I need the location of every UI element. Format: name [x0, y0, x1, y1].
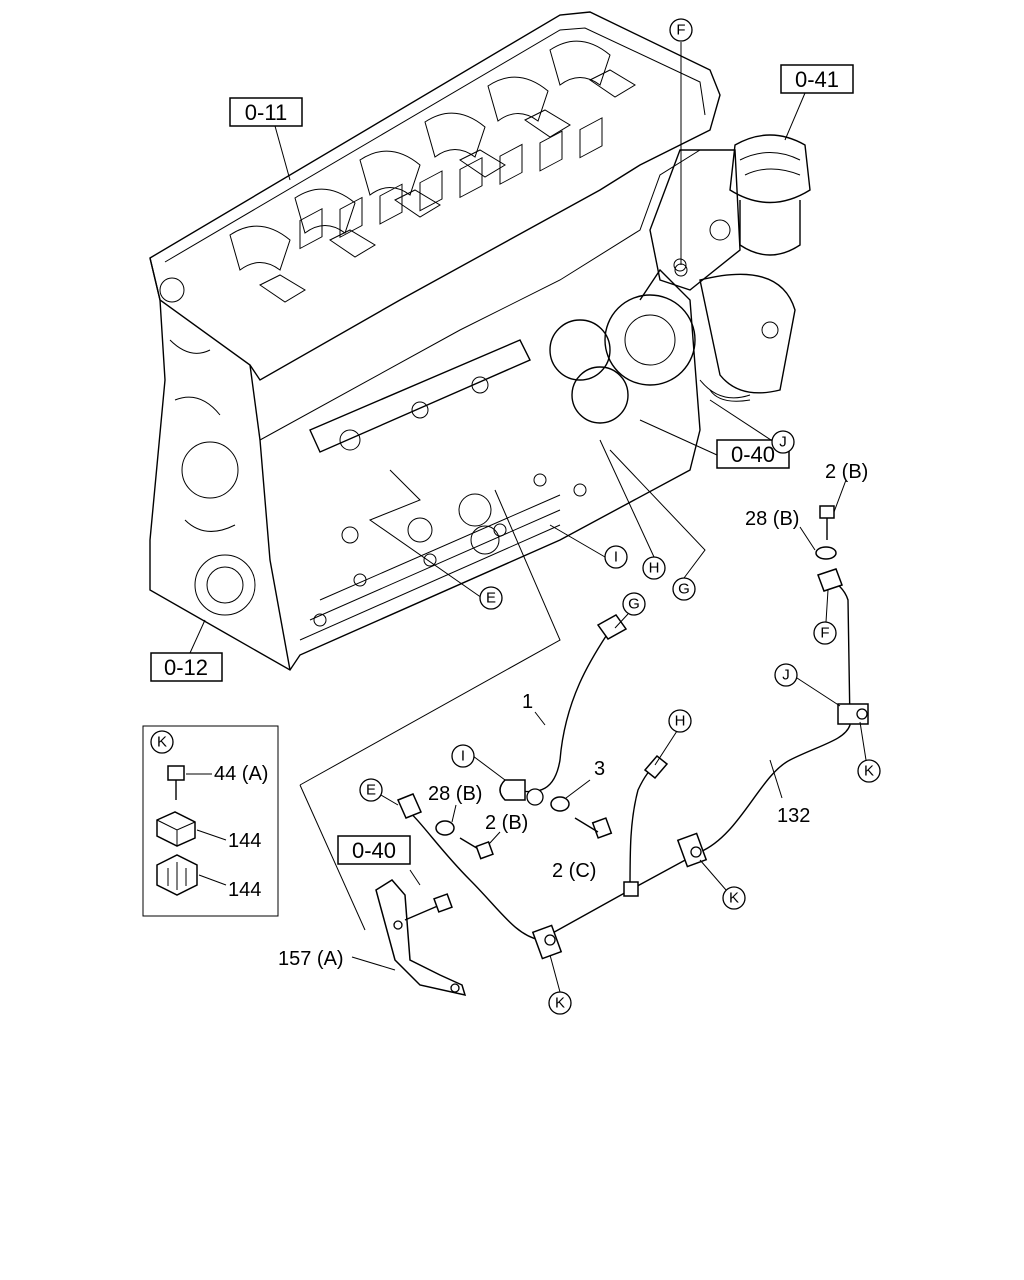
label-clip-144-a: 144 [228, 830, 261, 852]
label-bolt-2b: 2 (B) [485, 812, 528, 834]
svg-text:J: J [779, 434, 787, 451]
svg-text:K: K [555, 995, 565, 1012]
callout-j-right: J [771, 430, 795, 454]
callout-f-top: F [669, 18, 693, 42]
label-bracket-157a: 157 (A) [278, 948, 344, 970]
label-washer-3: 3 [594, 758, 605, 780]
svg-text:E: E [486, 590, 496, 607]
callout-k-b: K [722, 886, 746, 910]
ref-box-bracket-lower[interactable]: 0-40 [337, 835, 411, 865]
label-pipe-1: 1 [522, 691, 533, 713]
svg-text:E: E [366, 782, 376, 799]
svg-text:K: K [729, 890, 739, 907]
label-pipe-132: 132 [777, 805, 810, 827]
bracket-157a [375, 879, 467, 997]
washer-28b-top [815, 546, 837, 560]
ref-box-block[interactable]: 0-11 [229, 97, 303, 127]
svg-text:H: H [675, 713, 686, 730]
label-bolt-2b-top: 2 (B) [825, 461, 868, 483]
pipe-1 [499, 614, 628, 806]
ref-box-pump[interactable]: 0-41 [780, 64, 854, 94]
pipe-132 [396, 568, 869, 960]
fuel-pump-assembly [649, 134, 811, 402]
callout-k-pipe: K [857, 759, 881, 783]
ref-box-lower[interactable]: 0-12 [150, 652, 223, 682]
label-washer-28b: 28 (B) [428, 783, 482, 805]
label-clip-144-b: 144 [228, 879, 261, 901]
svg-text:0-40: 0-40 [731, 442, 775, 467]
callout-i-mid: I [604, 545, 628, 569]
svg-text:I: I [614, 549, 618, 566]
bolt-2c [574, 817, 613, 839]
callout-h-pipe: H [668, 709, 692, 733]
svg-text:G: G [628, 596, 640, 613]
callout-f-pipe: F [813, 621, 837, 645]
svg-text:0-11: 0-11 [245, 100, 287, 125]
callout-h-mid: H [642, 556, 666, 580]
label-bolt-44a: 44 (A) [214, 763, 268, 785]
svg-text:H: H [649, 560, 660, 577]
callout-j-pipe: J [774, 663, 798, 687]
engine-block [149, 11, 721, 671]
svg-text:I: I [461, 748, 465, 765]
svg-text:F: F [820, 625, 829, 642]
label-bolt-2c: 2 (C) [552, 860, 596, 882]
svg-text:K: K [864, 763, 874, 780]
svg-text:F: F [676, 22, 685, 39]
svg-text:0-40: 0-40 [352, 838, 396, 863]
bolt-2b-top [819, 505, 835, 540]
callout-e-pipe: E [359, 778, 383, 802]
label-washer-28b-top: 28 (B) [745, 508, 799, 530]
svg-text:G: G [678, 581, 690, 598]
callout-k-inset: K [150, 730, 174, 754]
inset-k-detail: K 44 (A) 144 144 [142, 725, 279, 917]
callout-g-pipe: G [622, 592, 646, 616]
svg-text:0-12: 0-12 [164, 655, 208, 680]
svg-text:0-41: 0-41 [795, 67, 839, 92]
svg-text:J: J [782, 667, 790, 684]
bolt-2b [459, 837, 494, 860]
callout-e-mid: E [479, 586, 503, 610]
svg-text:K: K [157, 734, 167, 751]
washer-28b [435, 820, 455, 836]
callout-g-mid: G [672, 577, 696, 601]
callout-i-pipe: I [451, 744, 475, 768]
callout-k-a: K [548, 991, 572, 1015]
